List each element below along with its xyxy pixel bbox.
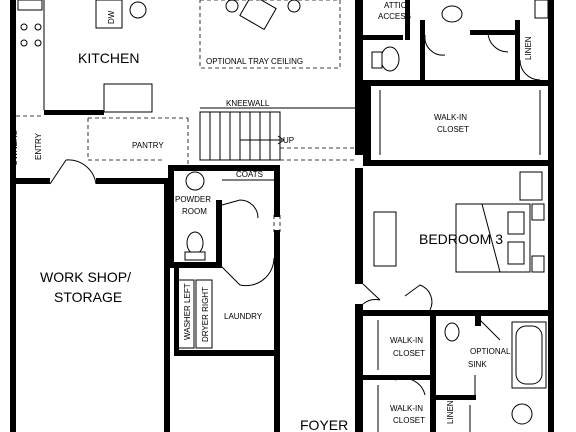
walk-in-closet-top-2: CLOSET	[437, 125, 469, 134]
laundry-label: LAUNDRY	[224, 312, 263, 321]
walk-in-closet-top-1: WALK-IN	[434, 113, 467, 122]
details	[17, 0, 549, 432]
dryer-right-label: DRYER RIGHT	[201, 287, 210, 342]
up-label: UP	[283, 136, 294, 145]
walk-in-closet-mid-1: WALK-IN	[390, 336, 423, 345]
dashed-lines	[16, 0, 355, 232]
foyer-label: FOYER	[300, 417, 348, 432]
washer-left-label: WASHER LEFT	[183, 283, 192, 340]
bedroom-3-label: BEDROOM 3	[419, 231, 503, 247]
owners-entry-label-2: ENTRY	[34, 132, 43, 160]
walk-in-closet-bot-1: WALK-IN	[390, 404, 423, 413]
tray-ceiling-label: OPTIONAL TRAY CEILING	[206, 57, 303, 66]
work-shop-label-2: STORAGE	[54, 289, 122, 305]
optional-sink-label-2: SINK	[468, 360, 487, 369]
work-shop-label-1: WORK SHOP/	[40, 269, 131, 285]
coats-label: COATS	[236, 170, 263, 179]
kneewall-label: KNEEWALL	[226, 99, 270, 108]
linen-bot-label: LINEN	[446, 400, 455, 424]
pantry-label: PANTRY	[132, 141, 164, 150]
dw-label: DW	[107, 10, 116, 24]
kitchen-label: KITCHEN	[78, 50, 139, 66]
walk-in-closet-mid-2: CLOSET	[393, 349, 425, 358]
powder-room-label-2: ROOM	[182, 207, 207, 216]
attic-access-label-2: ACCESS	[378, 12, 411, 21]
optional-sink-label-1: OPTIONAL	[470, 347, 511, 356]
owners-entry-label-1: OWNERS	[10, 130, 19, 166]
walls	[10, 0, 554, 432]
walk-in-closet-bot-2: CLOSET	[393, 416, 425, 425]
labels: KITCHEN OPTIONAL TRAY CEILING ATTIC ACCE…	[10, 1, 533, 432]
attic-access-label-1: ATTIC	[384, 1, 407, 10]
powder-room-label-1: POWDER	[175, 195, 211, 204]
linen-top-label: LINEN	[524, 36, 533, 60]
